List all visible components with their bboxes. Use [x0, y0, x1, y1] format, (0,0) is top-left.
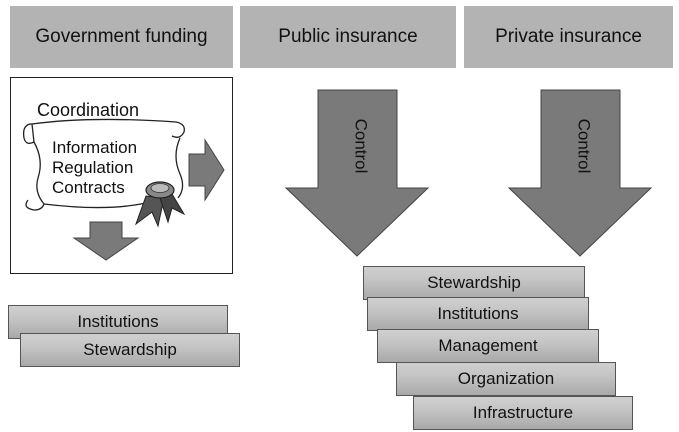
- coordination-item-information: Information: [52, 138, 138, 157]
- control-arrow-public: [284, 89, 430, 257]
- scroll-icon: [22, 118, 185, 211]
- arrow-down-icon: [72, 221, 140, 261]
- seal-icon: [134, 181, 186, 228]
- coordination-item-contracts: Contracts: [52, 178, 125, 197]
- header-public-insurance: Public insurance: [240, 6, 456, 68]
- header-private-insurance: Private insurance: [464, 6, 673, 68]
- header-government-funding: Government funding: [10, 6, 233, 68]
- arrow-right-icon: [188, 138, 225, 202]
- right-step-institutions: Institutions: [367, 297, 589, 331]
- control-label-private: Control: [574, 118, 594, 174]
- control-arrow-private: [507, 89, 653, 257]
- coordination-title: Coordination: [37, 100, 140, 120]
- right-step-management: Management: [377, 329, 599, 363]
- coordination-item-regulation: Regulation: [52, 158, 134, 177]
- right-step-stewardship: Stewardship: [363, 266, 585, 300]
- right-step-organization: Organization: [396, 362, 616, 396]
- right-step-infrastructure: Infrastructure: [413, 396, 633, 430]
- control-label-public: Control: [351, 118, 371, 174]
- left-step-stewardship: Stewardship: [20, 333, 240, 367]
